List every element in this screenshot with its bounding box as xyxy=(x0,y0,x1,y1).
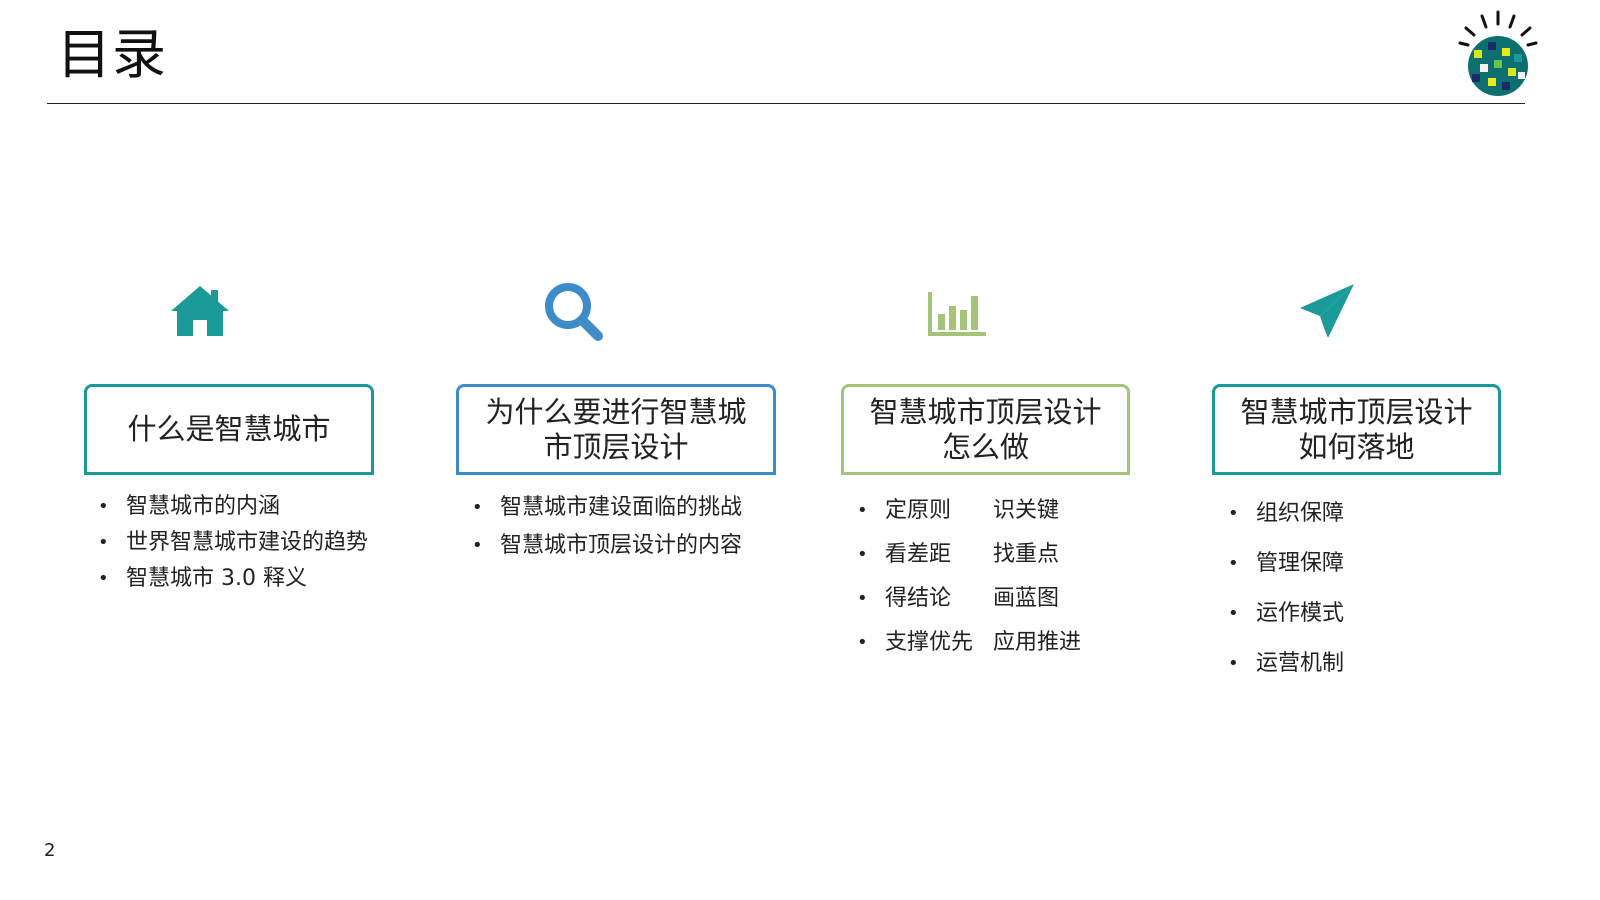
logo-icon xyxy=(1458,10,1538,96)
house-icon xyxy=(171,286,229,336)
section-heading: 为什么要进行智慧城市顶层设计 xyxy=(485,394,747,464)
bar-chart-icon xyxy=(928,292,986,336)
list-item-right: 找重点 xyxy=(993,542,1060,567)
list-item: 智慧城市 3.0 释义 xyxy=(98,561,368,597)
magnifier-icon xyxy=(545,283,603,341)
list-item: 得结论 画蓝图 xyxy=(857,577,1081,621)
list-item: 组织保障 xyxy=(1228,489,1344,539)
list-item: 世界智慧城市建设的趋势 xyxy=(98,525,368,561)
list-item: 智慧城市建设面临的挑战 xyxy=(472,489,742,527)
paper-plane-icon xyxy=(1300,284,1354,338)
page-title: 目录 xyxy=(57,23,167,86)
title-divider xyxy=(47,103,1525,104)
list-item-left: 定原则 xyxy=(885,498,952,523)
list-item-right: 画蓝图 xyxy=(993,586,1060,611)
section-card-how: 智慧城市顶层设计怎么做 xyxy=(841,384,1130,475)
section-card-why: 为什么要进行智慧城市顶层设计 xyxy=(456,384,776,475)
section-heading: 智慧城市顶层设计怎么做 xyxy=(869,394,1102,464)
page-number: 2 xyxy=(44,840,56,861)
section-card-implement: 智慧城市顶层设计如何落地 xyxy=(1212,384,1501,475)
list-item-left: 得结论 xyxy=(885,586,952,611)
section-list-implement: 组织保障 管理保障 运作模式 运营机制 xyxy=(1228,489,1344,689)
list-item-right: 识关键 xyxy=(993,498,1060,523)
list-item-left: 看差距 xyxy=(885,542,952,567)
list-item: 智慧城市的内涵 xyxy=(98,489,368,525)
list-item: 定原则 识关键 xyxy=(857,489,1081,533)
list-item: 智慧城市顶层设计的内容 xyxy=(472,527,742,565)
section-heading: 智慧城市顶层设计如何落地 xyxy=(1240,394,1473,464)
list-item: 运作模式 xyxy=(1228,589,1344,639)
list-item-right: 应用推进 xyxy=(993,630,1082,655)
section-list-why: 智慧城市建设面临的挑战 智慧城市顶层设计的内容 xyxy=(472,489,742,565)
list-item: 看差距 找重点 xyxy=(857,533,1081,577)
list-item: 运营机制 xyxy=(1228,639,1344,689)
section-list-what-is: 智慧城市的内涵 世界智慧城市建设的趋势 智慧城市 3.0 释义 xyxy=(98,489,368,597)
section-heading: 什么是智慧城市 xyxy=(127,412,331,446)
list-item-left: 支撑优先 xyxy=(885,630,974,655)
section-card-what-is: 什么是智慧城市 xyxy=(84,384,374,475)
list-item: 管理保障 xyxy=(1228,539,1344,589)
